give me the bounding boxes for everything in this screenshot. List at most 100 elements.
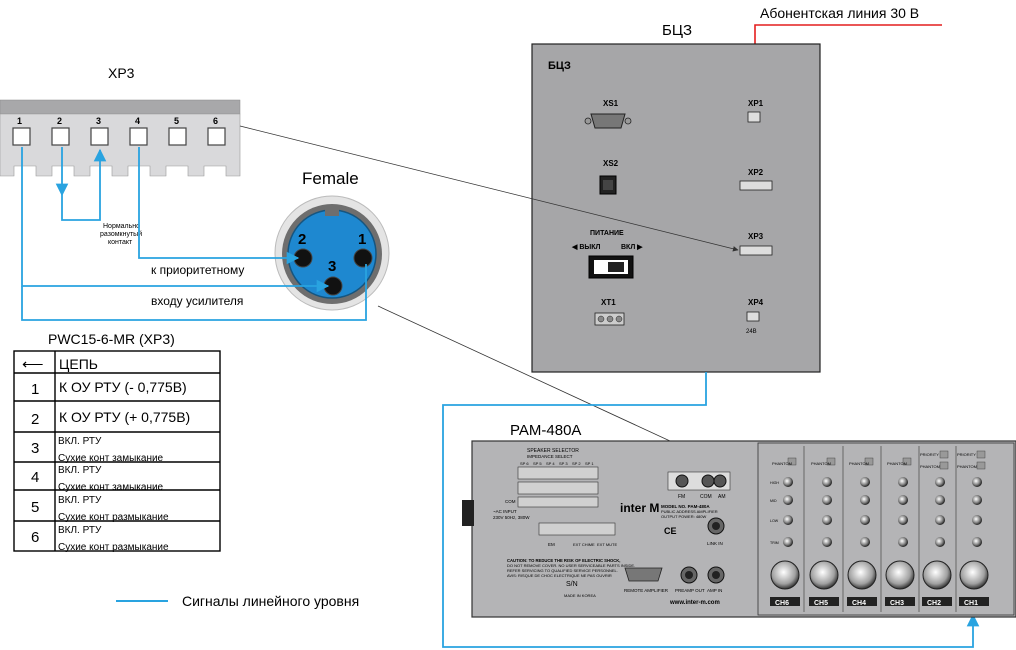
svg-text:К ОУ РТУ (- 0,775В): К ОУ РТУ (- 0,775В) <box>59 379 187 395</box>
svg-text:2: 2 <box>57 116 62 126</box>
svg-text:PRIORITY: PRIORITY <box>957 452 976 457</box>
svg-text:1: 1 <box>31 381 39 398</box>
channel-labels: CH6 CH5 CH4 CH3 CH2 CH1 <box>775 600 978 607</box>
xt1-label: XT1 <box>601 298 616 307</box>
xlr-female-connector <box>274 195 390 311</box>
ac-input-line2: 230V 50Hz, 380W <box>493 515 530 520</box>
svg-text:PHANTOM: PHANTOM <box>887 461 907 466</box>
xs1-label: XS1 <box>603 99 619 108</box>
nc-note-line2: разомкнутый <box>100 230 142 238</box>
channel-strip-6 <box>770 446 805 612</box>
power-label: ПИТАНИЕ <box>590 230 624 237</box>
xs2-rj-connector <box>599 175 617 195</box>
svg-text:6: 6 <box>31 529 39 546</box>
em-label: EM <box>548 542 555 547</box>
xp3-pin-2: 2 <box>51 116 70 146</box>
pin-table-row-6: 6 ВКЛ. РТУ Сухие конт размыкание <box>31 525 169 553</box>
fm-label: FM <box>678 494 685 500</box>
com-label: COM <box>505 499 516 504</box>
xp1-label: XP1 <box>748 99 764 108</box>
xp4-connector <box>746 311 760 322</box>
bcz-panel-label: БЦЗ <box>548 60 571 72</box>
svg-text:ВКЛ. РТУ: ВКЛ. РТУ <box>58 495 102 506</box>
speaker-selector-label: SPEAKER SELECTOR <box>527 448 579 454</box>
xp3-panel-connector <box>739 245 773 256</box>
svg-text:CH5: CH5 <box>814 600 828 607</box>
pin-table-header: ЦЕПЬ <box>59 356 98 372</box>
svg-text:PHANTOM: PHANTOM <box>920 464 940 469</box>
xp3-to-panel-wire <box>239 125 739 252</box>
xp1-connector <box>747 111 761 123</box>
model-line3: OUTPUT POWER: 480W <box>661 514 706 519</box>
svg-text:ВКЛ. РТУ: ВКЛ. РТУ <box>58 525 102 536</box>
xt1-terminal <box>594 312 625 326</box>
pin-table-header-arrow: ⟵ <box>22 356 44 373</box>
power-on-label: ВКЛ ▶ <box>621 244 643 251</box>
svg-text:Сухие конт размыкание: Сухие конт размыкание <box>58 542 169 553</box>
model-line2: PUBLIC ADDRESS AMPLIFIER <box>661 509 718 514</box>
xlr-pin3-label: 3 <box>328 258 336 275</box>
ce-mark: CE <box>664 526 677 536</box>
xp4-label: XP4 <box>748 298 764 307</box>
am-label: AM <box>718 494 726 500</box>
svg-text:HIGH: HIGH <box>770 481 779 485</box>
svg-text:Сухие конт замыкание: Сухие конт замыкание <box>58 453 164 464</box>
svg-text:1: 1 <box>17 116 22 126</box>
svg-text:SP 2: SP 2 <box>572 461 581 466</box>
channel-strip-4 <box>847 446 882 612</box>
model-line1: MODEL NO. PAM-480A <box>661 504 710 509</box>
svg-text:PRIORITY: PRIORITY <box>920 452 939 457</box>
svg-text:CH6: CH6 <box>775 600 789 607</box>
pin-table-row-5: 5 ВКЛ. РТУ Сухие конт размыкание <box>31 495 169 523</box>
svg-text:SP 6: SP 6 <box>520 461 529 466</box>
svg-text:5: 5 <box>31 499 39 516</box>
svg-text:Сухие конт замыкание: Сухие конт замыкание <box>58 482 164 493</box>
caution-line3: REFER SERVICING TO QUALIFIED SERVICE PER… <box>507 568 618 573</box>
legend-label: Сигналы линейного уровня <box>182 593 359 609</box>
xlr-pin1-label: 1 <box>358 231 366 248</box>
xp3-panel-label: XP3 <box>748 232 764 241</box>
svg-text:6: 6 <box>213 116 218 126</box>
amp-in-label: AMP IN <box>707 588 722 593</box>
amp-brand: inter M <box>620 501 659 515</box>
svg-text:4: 4 <box>135 116 140 126</box>
bcz-title: БЦЗ <box>662 22 692 39</box>
svg-text:TRIM: TRIM <box>770 541 779 545</box>
svg-text:2: 2 <box>31 411 39 428</box>
amp-in-jack <box>707 566 725 584</box>
caution-line2: DO NOT REMOVE COVER. NO USER SERVICEABLE… <box>507 563 635 568</box>
pin-table-row-2: 2 К ОУ РТУ (+ 0,775В) <box>31 409 190 428</box>
xp3-terminal-block <box>0 99 241 177</box>
svg-text:CH4: CH4 <box>852 600 866 607</box>
link-in-jack <box>707 517 725 535</box>
nc-note-line1: Нормально <box>103 223 140 230</box>
ac-input-line1: ~AC INPUT <box>493 509 517 514</box>
svg-text:CH1: CH1 <box>964 600 978 607</box>
xlr-title: Female <box>302 169 359 188</box>
amp-url: www.inter-m.com <box>669 600 720 606</box>
preamp-out-label: PREAMP OUT <box>675 588 705 593</box>
impedance-label: IMPEDANCE SELECT <box>527 454 573 459</box>
power-switch[interactable] <box>588 255 634 279</box>
xp3-pin-3: 3 <box>90 116 109 146</box>
pin-table-row-3: 3 ВКЛ. РТУ Сухие конт замыкание <box>31 436 164 464</box>
pin-table-row-1: 1 К ОУ РТУ (- 0,775В) <box>31 379 187 398</box>
svg-text:ВКЛ. РТУ: ВКЛ. РТУ <box>58 465 102 476</box>
nc-note-line3: контакт <box>108 239 133 246</box>
svg-text:PHANTOM: PHANTOM <box>957 464 977 469</box>
svg-text:SP 5: SP 5 <box>533 461 542 466</box>
xs2-label: XS2 <box>603 159 619 168</box>
svg-text:ВКЛ. РТУ: ВКЛ. РТУ <box>58 436 102 447</box>
xp3-pin-6: 6 <box>207 116 226 146</box>
speaker-terminals <box>517 466 599 508</box>
subscriber-line-label: Абонентская линия 30 В <box>760 5 919 21</box>
signal-wires <box>21 147 980 648</box>
priority-wire-label: к приоритетному <box>151 263 244 277</box>
pin-table <box>13 350 221 552</box>
svg-text:CH3: CH3 <box>890 600 904 607</box>
svg-text:3: 3 <box>31 440 39 457</box>
xp3-pin-1: 1 <box>12 116 31 146</box>
sp-labels: SP 6 SP 5 SP 4 SP 3 SP 2 SP 1 <box>520 461 594 466</box>
amp-title: PAM-480A <box>510 422 581 439</box>
